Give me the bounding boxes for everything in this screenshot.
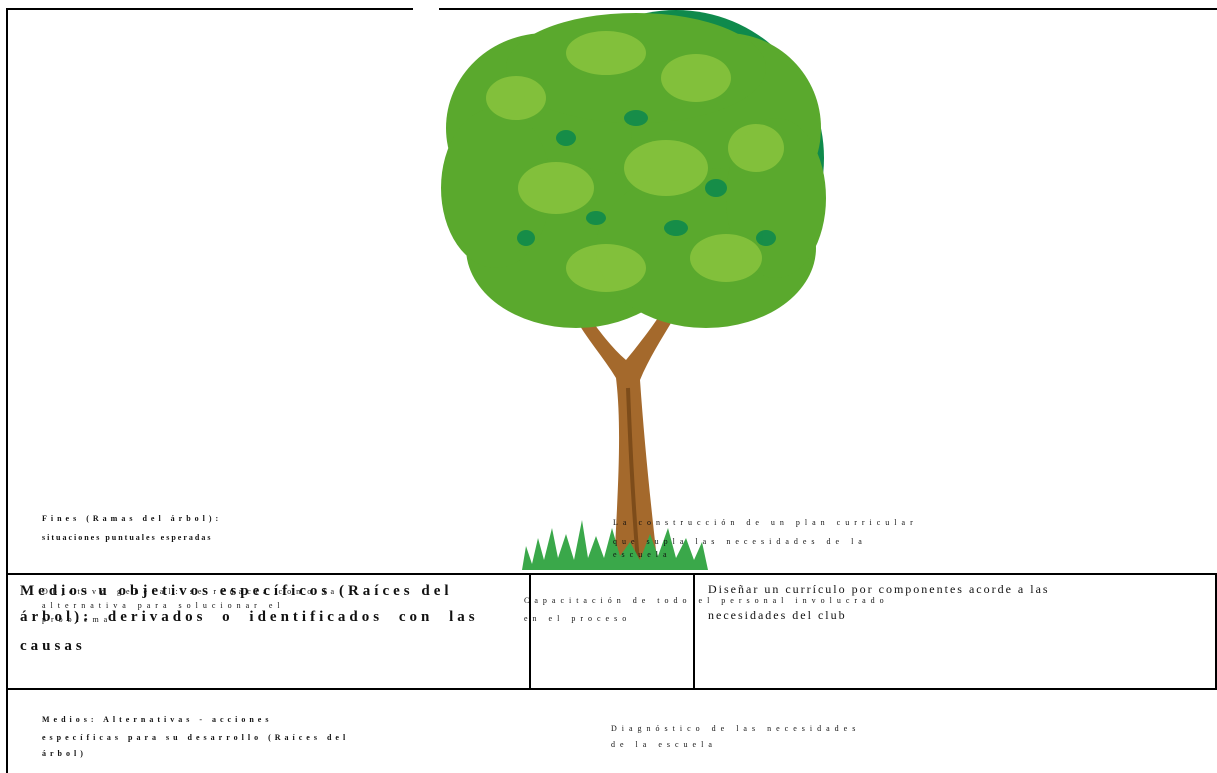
objetivo-overlay-line1: Medios u objetivos específicos (Raíces d… [20, 577, 453, 605]
fin-1-line3: escuela [613, 548, 672, 562]
objetivo-overlay-line2: árbol): derivados o identificados con la… [20, 603, 479, 631]
objetivo-overlay-line3: causas [20, 632, 86, 660]
fin-1-line2: que supla las necesidades de la [613, 535, 867, 549]
medios-item-line2: de la escuela [611, 738, 717, 752]
fines-label-line2: situaciones puntuales esperadas [42, 531, 212, 545]
fin-1-line1: La construcción de un plan curricular [613, 516, 918, 530]
medios-label-line2: específicas para su desarrollo (Raíces d… [42, 731, 349, 745]
frame-top-left [6, 8, 413, 10]
fines-label-line1: Fines (Ramas del árbol): [42, 512, 222, 526]
center-line2: en el proceso [524, 612, 631, 626]
right-box-line1: Diseñar un currículo por componentes aco… [708, 580, 1050, 598]
tree-illustration [436, 8, 828, 573]
medios-label-line1: Medios: Alternativas - acciones [42, 713, 272, 727]
right-box-line2: necesidades del club [708, 606, 847, 624]
medios-item-line1: Diagnóstico de las necesidades [611, 722, 860, 736]
medios-label-line3: árbol) [42, 747, 87, 761]
